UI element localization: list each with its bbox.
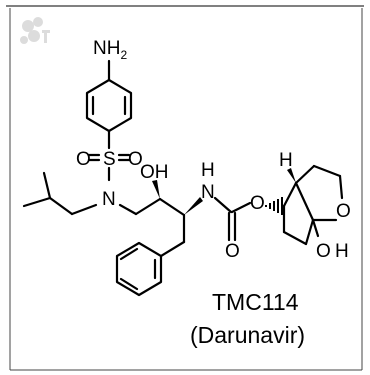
logo-watermark-icon [20, 17, 50, 44]
sulfur-label: S [103, 149, 116, 170]
atom-labels: NH2 S O O N OH H N O O H O O H [76, 38, 351, 262]
carbonyl-oxygen-label: O [225, 241, 240, 262]
amine-nitrogen-label: NH2 [93, 38, 127, 62]
sulfonamide-nitrogen-label: N [102, 189, 116, 210]
ring-hydrogen-top-label: H [279, 150, 293, 171]
sulfonyl-oxygen-right-label: O [128, 149, 143, 170]
ring-hydrogen-bottom-label: H [335, 241, 349, 262]
amide-hydrogen-label: H [201, 160, 215, 181]
compound-name-caption: (Darunavir) [190, 322, 305, 348]
bond-network [22, 59, 344, 297]
hydroxyl-label: OH [140, 162, 169, 183]
ring-oxygen-bottom-label: O [316, 241, 331, 262]
hashed-bond [265, 197, 283, 215]
amide-nitrogen-label: N [201, 182, 215, 203]
ring-oxygen-top-label: O [336, 201, 351, 222]
sulfonyl-oxygen-left-label: O [76, 149, 91, 170]
ester-oxygen-label: O [250, 193, 265, 214]
compound-code-caption: TMC114 [212, 289, 299, 315]
